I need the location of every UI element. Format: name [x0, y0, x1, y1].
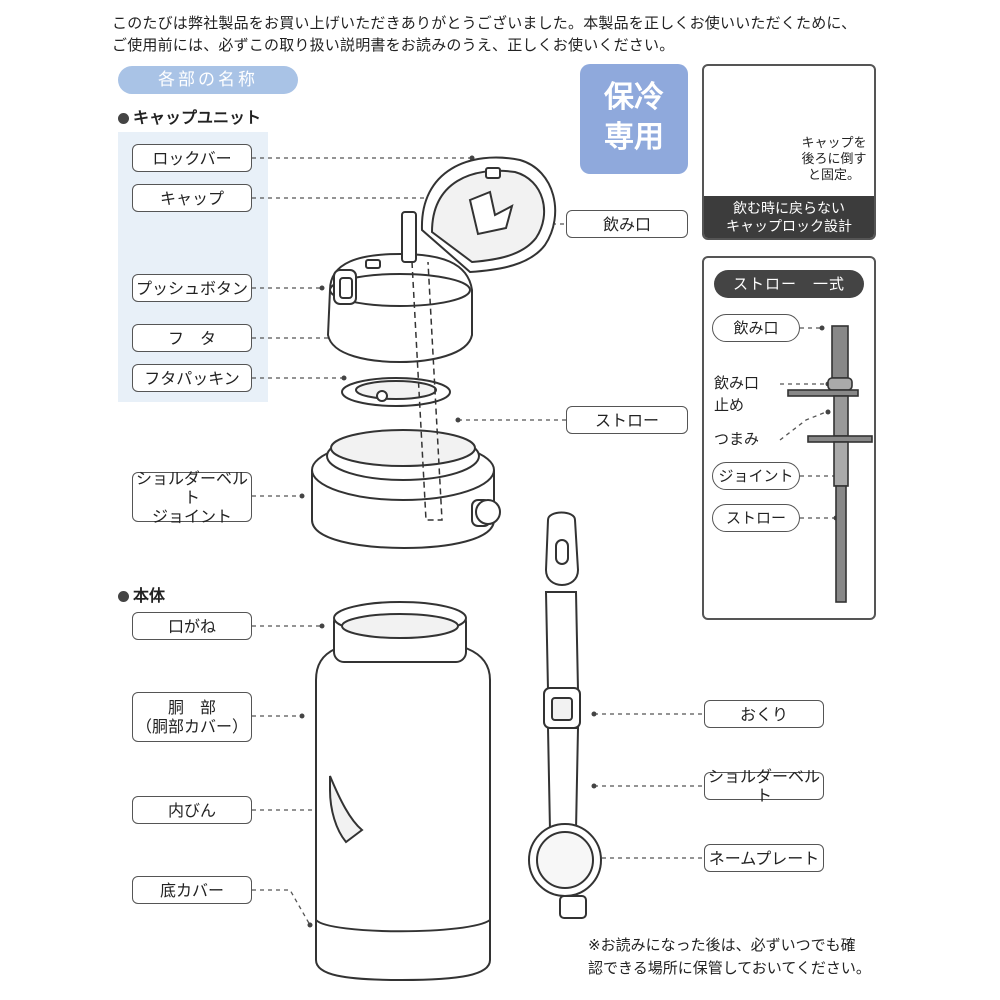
straw-set-stopper-line-1: 飲み口: [714, 374, 760, 392]
section-title: 各部の名称: [118, 66, 298, 94]
straw-set-stopper-line-2: 止め: [714, 396, 745, 414]
label-mouthpiece: 飲み口: [566, 210, 688, 238]
cap-unit-heading-text: キャップユニット: [133, 108, 262, 127]
label-bottom-cover: 底カバー: [132, 876, 252, 904]
footer-note-line-1: ※お読みになった後は、必ずいつでも確: [588, 936, 856, 954]
straw-set-straw: ストロー: [712, 504, 800, 532]
leader-lines: [252, 157, 836, 926]
label-push-button: プッシュボタン: [132, 274, 252, 302]
shoulder-belt-drawing: [528, 511, 602, 919]
straw-set-joint: ジョイント: [712, 462, 800, 490]
cap-lock-caption: キャップを 後ろに倒す と固定。: [794, 136, 874, 184]
cap-lock-caption-line-2: 後ろに倒す: [801, 152, 867, 167]
label-cap: キャップ: [132, 184, 252, 212]
label-trunk-line-2: （胴部カバー）: [135, 717, 248, 736]
cap-lock-banner: 飲む時に戻らない キャップロック設計: [704, 196, 874, 238]
bullet-icon: [118, 113, 129, 124]
label-inner-bottle: 内びん: [132, 796, 252, 824]
cap-unit-drawing: [311, 156, 557, 550]
body-heading: 本体: [118, 586, 165, 606]
label-buckle: おくり: [704, 700, 824, 728]
label-shoulder-belt-joint-line-1: ショルダーベルト: [135, 468, 248, 507]
intro-line-2: ご使用前には、必ずこの取り扱い説明書をお読みのうえ、正しくお使いください。: [112, 36, 675, 54]
label-lock-bar: ロックバー: [132, 144, 252, 172]
footer-note-line-2: 認できる場所に保管しておいてください。: [588, 959, 871, 977]
label-mouth-ring: 口がね: [132, 612, 252, 640]
cold-only-badge-line-2: 専用: [604, 120, 664, 155]
label-lid: フ タ: [132, 324, 252, 352]
cap-lock-banner-line-2: キャップロック設計: [726, 219, 852, 235]
cap-lock-caption-line-1: キャップを: [801, 136, 867, 151]
straw-set-mouthpiece: 飲み口: [712, 314, 800, 342]
cap-unit-label-shade: [118, 132, 268, 402]
straw-set-panel: [702, 256, 876, 620]
label-shoulder-belt-joint-line-2: ジョイント: [151, 506, 232, 526]
straw-set-stopper: 飲み口 止め: [714, 372, 784, 416]
cap-lock-panel: キャップを 後ろに倒す と固定。 飲む時に戻らない キャップロック設計: [702, 64, 876, 240]
intro-text: このたびは弊社製品をお買い上げいただきありがとうございました。本製品を正しくお使…: [112, 12, 972, 56]
label-lid-packing: フタパッキン: [132, 364, 252, 392]
label-shoulder-belt-joint: ショルダーベルト ジョイント: [132, 468, 252, 526]
straw-set-knob: つまみ: [714, 430, 760, 448]
cold-only-badge: 保冷 専用: [580, 64, 688, 174]
cold-only-badge-line-1: 保冷: [604, 80, 664, 115]
straw-hidden-line: [411, 261, 443, 521]
body-heading-text: 本体: [133, 586, 166, 605]
cap-lock-banner-line-1: 飲む時に戻らない: [733, 201, 845, 217]
label-shoulder-belt: ショルダーベルト: [704, 767, 824, 805]
label-trunk-line-1: 胴 部: [167, 698, 216, 717]
bullet-icon: [118, 591, 129, 602]
label-trunk: 胴 部 （胴部カバー）: [132, 692, 252, 742]
straw-set-title: ストロー 一式: [714, 270, 864, 298]
footer-note: ※お読みになった後は、必ずいつでも確 認できる場所に保管しておいてください。: [588, 934, 888, 980]
cap-lock-caption-line-3: と固定。: [807, 168, 860, 183]
label-name-plate: ネームプレート: [704, 844, 824, 872]
straw-set-drawing: [787, 325, 873, 603]
bottle-body-drawing: [315, 601, 491, 982]
intro-line-1: このたびは弊社製品をお買い上げいただきありがとうございました。本製品を正しくお使…: [112, 14, 857, 32]
label-straw: ストロー: [566, 406, 688, 434]
cap-unit-heading: キャップユニット: [118, 108, 261, 128]
